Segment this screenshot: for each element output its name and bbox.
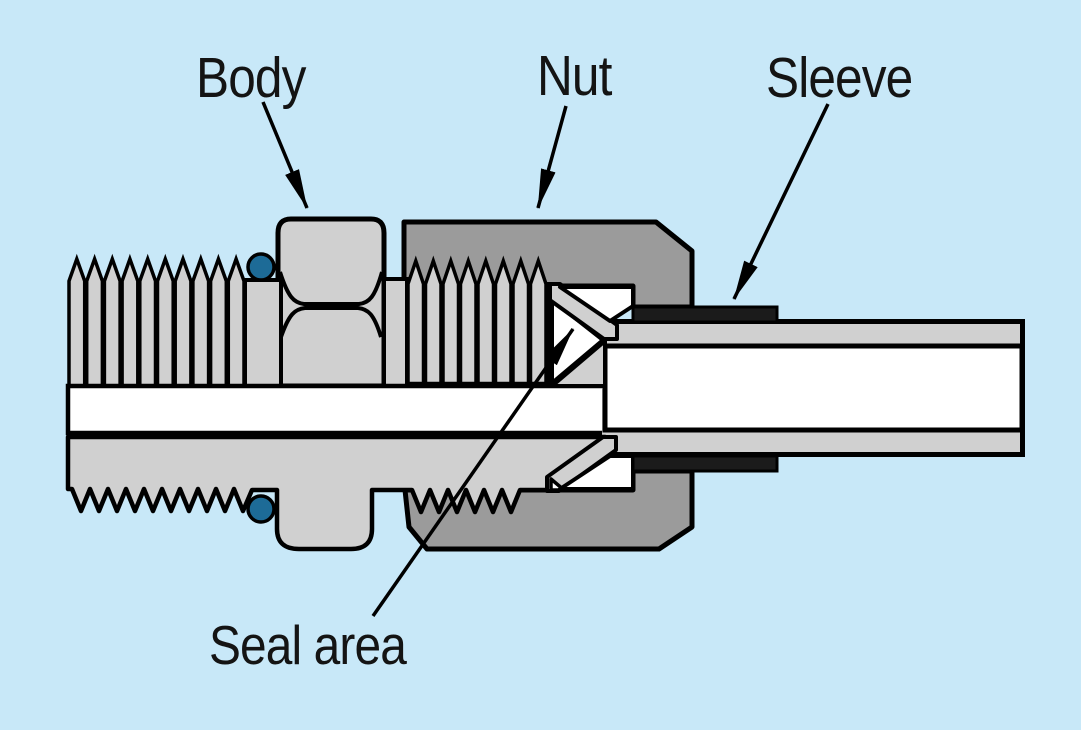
oring-lower: [246, 494, 276, 524]
body-leader-line: [261, 101, 309, 209]
body-lower-band: [65, 434, 608, 552]
tube-inner-bore: [602, 343, 1025, 433]
sleeve-band-upper: [631, 305, 779, 324]
middle-male-threads: [406, 255, 548, 386]
left-thread-runout: [243, 278, 283, 388]
nut-label: Nut: [537, 45, 613, 108]
bore-channel: [65, 383, 608, 436]
nut-leader-line: [536, 105, 568, 209]
sleeve-band-lower: [631, 454, 779, 473]
sleeve-label: Sleeve: [766, 47, 912, 110]
body-label: Body: [196, 47, 307, 110]
seal-area-label: Seal area: [209, 614, 407, 676]
seal-area-leader-line: [371, 327, 575, 618]
left-male-threads: [67, 253, 246, 388]
hex-chamfer-curve-upper: [278, 271, 384, 306]
oring-upper: [246, 252, 276, 282]
sleeve-leader-line: [732, 103, 830, 300]
hex-chamfer-curve-lower: [279, 306, 383, 338]
hex-neck: [382, 277, 409, 388]
seat-cone: [550, 339, 607, 388]
